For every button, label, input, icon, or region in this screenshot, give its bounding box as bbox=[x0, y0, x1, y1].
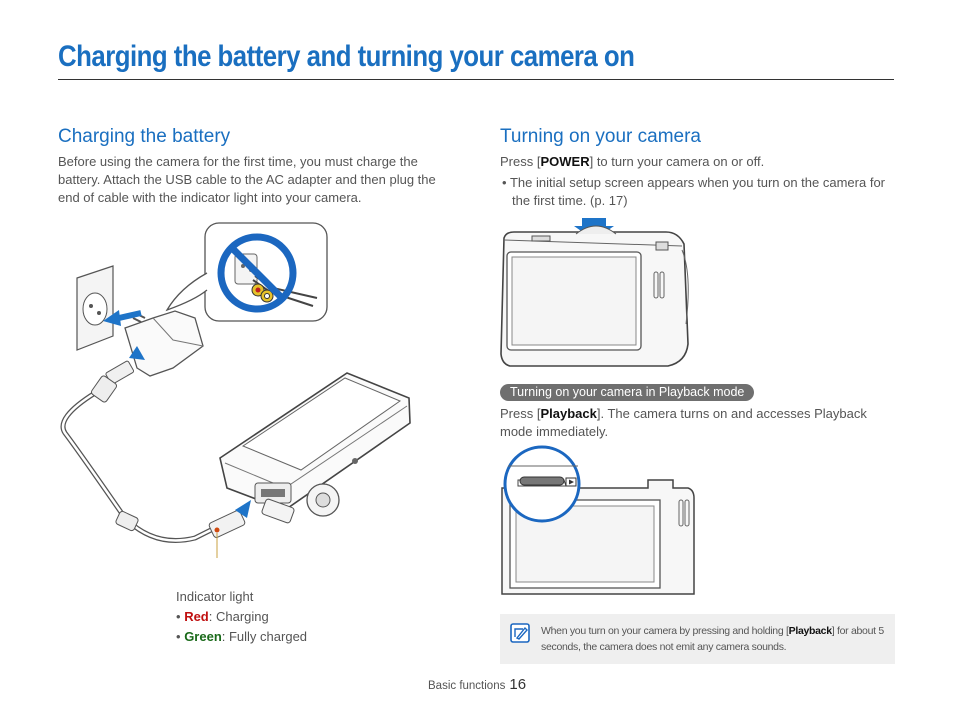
note-text: When you turn on your camera by pressing… bbox=[541, 625, 884, 653]
play-icon bbox=[569, 479, 574, 485]
turning-on-heading: Turning on your camera bbox=[500, 126, 702, 147]
footer-section: Basic functions bbox=[428, 680, 506, 692]
usb-arrow bbox=[129, 346, 145, 360]
indicator-red-label: Red bbox=[184, 609, 209, 624]
charging-heading: Charging the battery bbox=[58, 126, 231, 147]
indicator-green-desc: : Fully charged bbox=[221, 629, 308, 644]
note-playback-key: Playback bbox=[788, 625, 832, 637]
playback-key: Playback bbox=[540, 406, 597, 421]
playback-mode-label: Turning on your camera in Playback mode bbox=[500, 384, 755, 401]
indicator-green-item: • Green: Fully charged bbox=[176, 629, 308, 644]
page-title: Charging the battery and turning your ca… bbox=[58, 40, 635, 73]
ac-adapter bbox=[124, 310, 204, 377]
camera-plug-arrow bbox=[235, 500, 251, 518]
turning-on-instruction: Press [POWER] to turn your camera on or … bbox=[500, 154, 765, 169]
charging-illustration bbox=[60, 222, 411, 558]
no-av-cable-icon bbox=[217, 233, 318, 313]
indicator-red-item: • Red: Charging bbox=[176, 609, 269, 624]
page-number: 16 bbox=[509, 676, 527, 693]
camera-top-illustration bbox=[500, 218, 689, 367]
camera-playback-illustration bbox=[501, 445, 695, 595]
charging-body: Before using the camera for the first ti… bbox=[58, 154, 436, 205]
usb-cable bbox=[60, 390, 217, 543]
playback-instruction: Press [Playback]. The camera turns on an… bbox=[500, 406, 867, 439]
indicator-title: Indicator light bbox=[176, 589, 254, 604]
playback-button bbox=[519, 476, 565, 486]
note-box: When you turn on your camera by pressing… bbox=[500, 614, 895, 664]
wall-outlet bbox=[76, 265, 114, 351]
camera-plug bbox=[208, 510, 246, 538]
indicator-green-label: Green bbox=[184, 629, 222, 644]
plug-in-arrow-head bbox=[103, 310, 121, 326]
indicator-light-dot bbox=[214, 527, 220, 533]
power-key: POWER bbox=[540, 154, 590, 169]
turning-on-bullet: • The initial setup screen appears when … bbox=[502, 175, 885, 208]
indicator-red-desc: : Charging bbox=[208, 609, 269, 624]
camera-body-angled bbox=[219, 372, 411, 524]
title-divider bbox=[58, 79, 894, 80]
indicator-legend: Indicator light • Red: Charging • Green:… bbox=[176, 587, 307, 647]
memo-pencil-icon bbox=[510, 623, 530, 643]
plug-in-arrow bbox=[118, 310, 142, 321]
